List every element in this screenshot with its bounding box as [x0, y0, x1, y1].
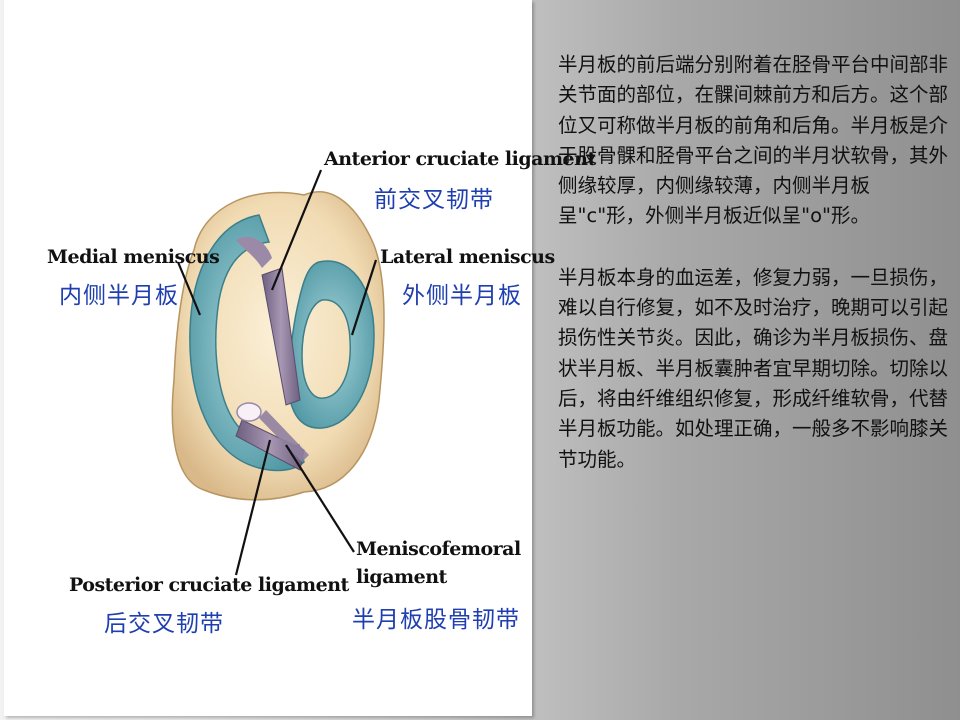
label-posterior-cruciate-zh: 后交叉韧带	[104, 611, 224, 637]
leader-line-mfl	[285, 444, 355, 553]
medial-meniscus-shape	[189, 214, 305, 472]
paragraph-treatment: 半月板本身的血运差，修复力弱，一旦损伤，难以自行修复，如不及时治疗，晚期可以引起…	[558, 265, 949, 471]
label-meniscofemoral-en-line2: ligament	[356, 566, 447, 588]
paragraph-anatomy: 半月板的前后端分别附着在胫骨平台中间部非关节面的部位，在髁间棘前方和后方。这个部…	[558, 53, 949, 228]
knee-meniscus-diagram: Anterior cruciate ligament 前交叉韧带 Medial …	[4, 0, 596, 716]
leader-line-acl	[270, 169, 323, 291]
leader-line-lateral	[350, 259, 378, 336]
label-medial-meniscus-zh: 内侧半月板	[59, 283, 179, 309]
label-lateral-meniscus-en: Lateral meniscus	[380, 246, 555, 268]
label-posterior-cruciate-en: Posterior cruciate ligament	[69, 574, 349, 596]
label-medial-meniscus-en: Medial meniscus	[47, 246, 220, 268]
label-meniscofemoral-zh: 半月板股骨韧带	[352, 607, 520, 633]
anterior-cruciate-ligament-shape	[261, 267, 301, 406]
label-anterior-cruciate-zh: 前交叉韧带	[374, 187, 494, 213]
lateral-meniscus-shape	[287, 260, 375, 429]
tibial-plateau-illustration	[171, 169, 385, 576]
anterior-horn-attachment	[236, 236, 272, 268]
label-lateral-meniscus-zh: 外侧半月板	[402, 283, 522, 309]
leader-line-medial	[176, 261, 202, 316]
description-text: 半月板的前后端分别附着在胫骨平台中间部非关节面的部位，在髁间棘前方和后方。这个部…	[558, 50, 954, 475]
label-anterior-cruciate-en: Anterior cruciate ligament	[324, 148, 596, 170]
leader-lines	[176, 169, 378, 576]
label-meniscofemoral-en-line1: Meniscofemoral	[356, 538, 521, 560]
leader-line-pcl	[234, 439, 272, 576]
meniscofemoral-ligament-shape	[259, 410, 309, 462]
pcl-attachment	[236, 402, 262, 422]
